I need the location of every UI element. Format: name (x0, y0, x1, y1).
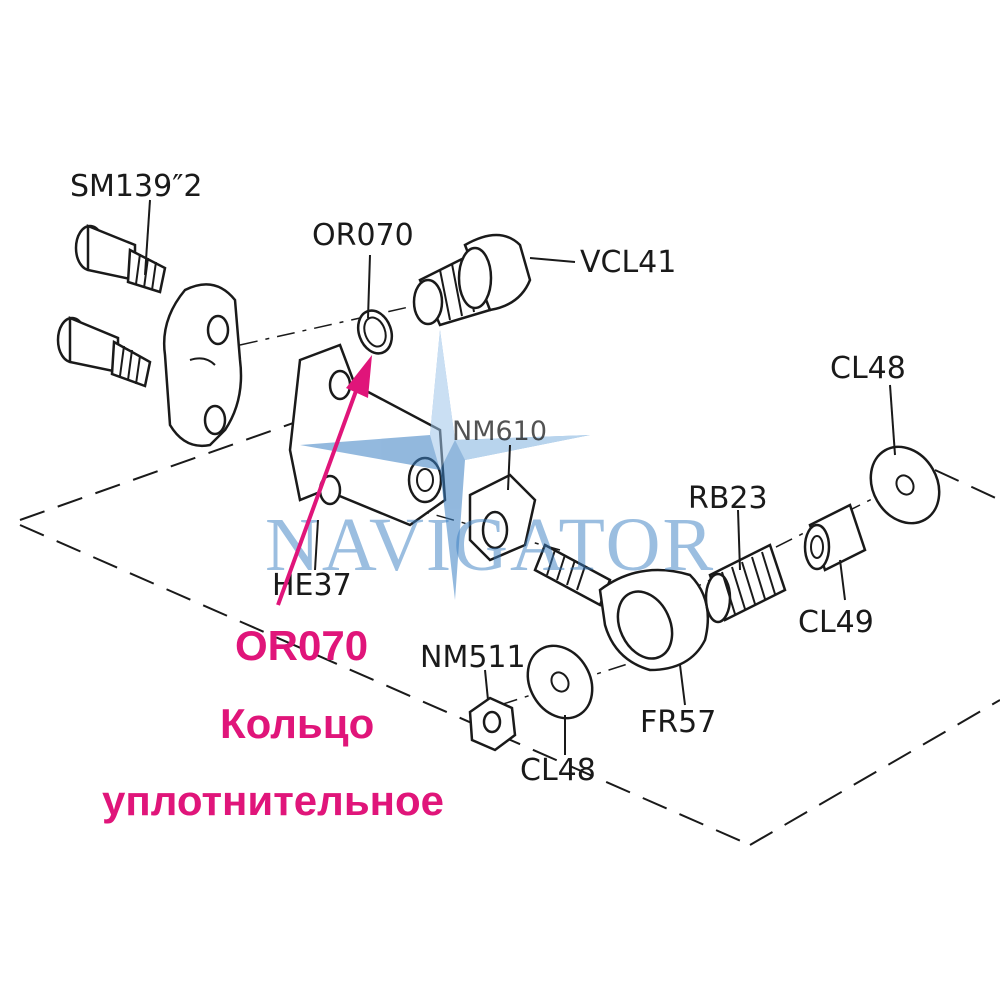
screw-sm139-upper (74, 224, 167, 294)
label-sm139: SM139″2 (70, 169, 202, 204)
label-nm511: NM511 (420, 640, 526, 675)
label-vcl41: VCL41 (580, 245, 676, 280)
washer-cl48-bottom (526, 644, 594, 720)
callout-code: OR070 (235, 622, 368, 669)
nut-nm511 (468, 696, 517, 752)
clamp-bracket (163, 283, 243, 448)
needle-bearing-rb23 (704, 543, 787, 624)
washer-cl48-top (869, 445, 941, 525)
leader-lines (144, 199, 896, 755)
block-he37 (288, 343, 447, 527)
callout-line2: уплотнительное (102, 777, 444, 824)
label-or070-part: OR070 (312, 218, 414, 253)
eye-bolt-fr57 (533, 543, 710, 672)
label-nm610: NM610 (452, 416, 547, 447)
nut-nm610 (468, 473, 537, 562)
bolt-vcl41 (412, 233, 532, 327)
o-ring-or070 (356, 309, 394, 355)
callout-arrow (276, 355, 372, 606)
label-fr57: FR57 (640, 705, 716, 740)
base-plate-outline (19, 409, 1000, 846)
callout-line1: Кольцо (220, 700, 374, 747)
screw-sm139-lower (56, 316, 152, 388)
label-rb23: RB23 (688, 481, 768, 516)
label-cl48-bottom: CL48 (520, 753, 596, 788)
watermark-text: NAVIGATOR (265, 503, 715, 587)
compass-star-icon (300, 330, 590, 600)
label-cl48-top: CL48 (830, 351, 906, 386)
label-cl49: CL49 (798, 605, 874, 640)
sleeve-cl49 (803, 503, 867, 572)
